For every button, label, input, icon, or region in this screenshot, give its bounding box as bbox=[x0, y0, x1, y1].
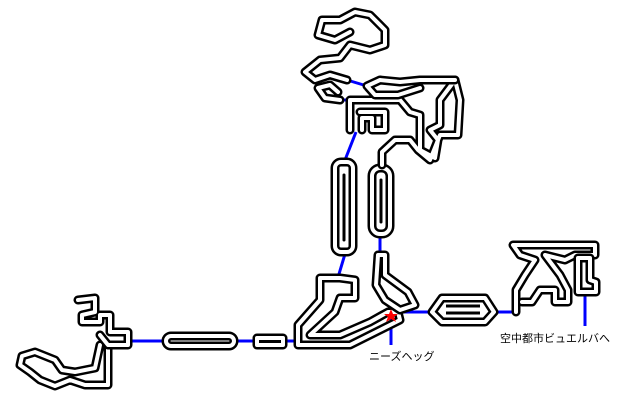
connection-line bbox=[343, 131, 358, 161]
star-icon bbox=[384, 309, 398, 322]
exit-destination-label[interactable]: 空中都市ビュエルバへ bbox=[500, 332, 610, 345]
map-corridors bbox=[15, 7, 601, 391]
connection-line bbox=[337, 253, 347, 275]
current-location-label: ニーズヘッグ bbox=[369, 350, 435, 363]
